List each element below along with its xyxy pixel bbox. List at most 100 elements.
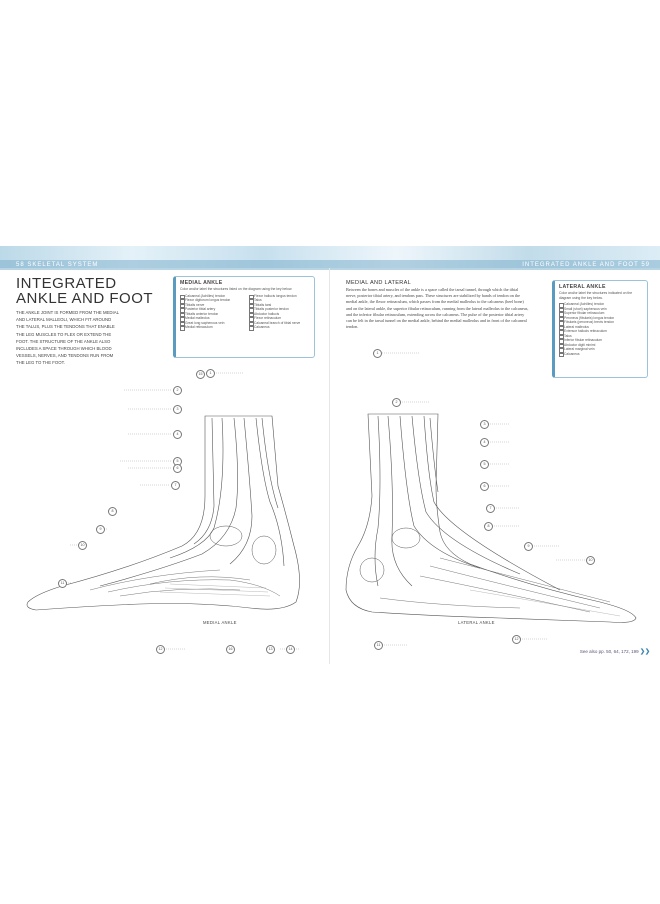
medial-key-item: Medial malleolus xyxy=(180,316,241,322)
lateral-caption: LATERAL ANKLE xyxy=(458,620,495,625)
lateral-key-item: Abductor digiti minimi xyxy=(559,342,643,349)
lateral-key-item: Lateral marginal vein xyxy=(559,347,643,353)
lateral-callout-label: 5 xyxy=(480,460,489,469)
see-also-text: See also pp. 50, 64, 172, 199 xyxy=(579,649,639,654)
swatch-box xyxy=(180,312,185,318)
lateral-callout-label: 10 xyxy=(586,556,595,565)
medial-key-item: Calcaneal branch of tibial nerve xyxy=(249,321,310,327)
medial-key-item: Calcaneus xyxy=(249,325,310,331)
lateral-key-label: Talus xyxy=(564,333,572,338)
lateral-key-item: Small (short) saphenous vein xyxy=(559,306,643,313)
lateral-callout-label: 8 xyxy=(484,522,493,531)
medial-key-item: Flexor hallucis longus tendon xyxy=(249,293,310,300)
medial-key-label: Flexor digitorum longus tendon xyxy=(185,298,231,303)
medial-key-label: Tibialis tarsi xyxy=(254,302,272,307)
lateral-key-label: Calcaneal (Achilles) tendon xyxy=(564,302,605,307)
gutter xyxy=(329,268,330,664)
medial-callout-label: 13 xyxy=(266,645,275,654)
medial-key-label: Calcaneal (Achilles) tendon xyxy=(185,293,226,298)
lateral-key-item: Calcaneal (Achilles) tendon xyxy=(559,302,643,308)
swatch-box xyxy=(180,299,185,304)
lateral-key-label: Inferior fibular retinaculum xyxy=(564,338,603,343)
medial-key-item: Tibialis tarsi xyxy=(249,302,310,309)
medial-key-item: Abductor hallucis xyxy=(249,311,310,318)
swatch-box xyxy=(249,303,254,309)
swatch-box xyxy=(249,294,254,300)
see-also-link[interactable]: See also pp. 50, 64, 172, 199 ❯❯ xyxy=(580,648,650,655)
medial-callout-label: 6 xyxy=(173,464,182,473)
medial-key-title: MEDIAL ANKLE xyxy=(180,280,223,286)
lateral-key-item: Inferior fibular retinaculum xyxy=(559,338,643,344)
lateral-callout-label: 6 xyxy=(480,482,489,491)
swatch-box xyxy=(249,308,254,313)
medial-callout-label: 1 xyxy=(206,369,215,378)
medial-key-label: Talus xyxy=(254,298,262,303)
lateral-key-item: Lateral malleolus xyxy=(559,324,643,331)
swatch-box xyxy=(559,348,564,353)
swatch-box xyxy=(559,312,564,317)
header-right: INTEGRATED ANKLE AND FOOT 59 xyxy=(522,262,650,268)
medial-key-label: Medial retinaculum xyxy=(185,325,213,330)
medial-key-label: Flexor retinaculum xyxy=(254,316,282,321)
lateral-key-item: Superior fibular retinaculum xyxy=(559,311,643,317)
swatch-box xyxy=(559,334,564,340)
lateral-key-label: Abductor digiti minimi xyxy=(564,342,596,347)
medial-callout-label: 11 xyxy=(58,579,67,588)
medial-callout-label: 16 xyxy=(226,645,235,654)
medial-key-item: Flexor retinaculum xyxy=(249,316,310,322)
swatch-box xyxy=(559,330,564,335)
lateral-key-item: Talus xyxy=(559,333,643,340)
lateral-leader-lines xyxy=(382,352,586,646)
lateral-key-label: Lateral marginal vein xyxy=(564,347,595,352)
medial-key-box: MEDIAL ANKLE Color and/or label the stru… xyxy=(173,276,315,358)
lateral-key-label: Calcaneus xyxy=(564,351,580,356)
title-line-1: INTEGRATED xyxy=(16,275,117,292)
lateral-callout-label: 12 xyxy=(512,635,521,644)
lateral-key-item: Extensor hallucis retinaculum xyxy=(559,329,643,335)
medial-callout-label: 9 xyxy=(96,525,105,534)
swatch-box xyxy=(559,316,564,322)
medial-ankle-drawing xyxy=(26,415,300,611)
medial-key-item: Great long saphenous vein xyxy=(180,320,241,327)
medial-callout-label: 7 xyxy=(171,481,180,490)
medial-key-item: Posterior tibial artery xyxy=(180,307,241,313)
lateral-ankle-drawing xyxy=(345,413,637,623)
medial-key-item: Medial retinaculum xyxy=(180,325,241,331)
header-left: 58 SKELETAL SYSTEM xyxy=(16,262,99,268)
lateral-callout-label: 2 xyxy=(392,398,401,407)
medial-key-label: Flexor hallucis longus tendon xyxy=(254,293,297,298)
swatch-box xyxy=(559,343,564,349)
medial-key-label: Great long saphenous vein xyxy=(185,320,225,325)
swatch-box xyxy=(249,299,254,304)
lateral-callout-label: 1 xyxy=(373,349,382,358)
section-body: Between the bones and muscles of the ank… xyxy=(346,287,529,330)
swatch-box xyxy=(180,308,185,313)
swatch-box xyxy=(180,294,185,300)
lateral-key-instruction: Color and/or label the structures indica… xyxy=(559,291,633,300)
swatch-box xyxy=(249,326,254,331)
medial-callout-label: 14 xyxy=(286,645,295,654)
medial-key-label: Calcaneus xyxy=(254,325,270,330)
medial-key-item: Flexor digitorum longus tendon xyxy=(180,298,241,304)
page-title: INTEGRATED ANKLE AND FOOT xyxy=(16,276,153,306)
lateral-key-title: LATERAL ANKLE xyxy=(559,284,606,290)
swatch-box xyxy=(559,307,564,313)
swatch-box xyxy=(180,303,185,309)
lateral-callout-label: 3 xyxy=(480,420,489,429)
lateral-key-label: Small (short) saphenous vein xyxy=(564,306,607,311)
swatch-box xyxy=(559,352,564,358)
medial-key-label: Posterior tibial artery xyxy=(185,307,216,312)
medial-key-item: Talus xyxy=(249,298,310,304)
medial-key-label: Medial malleolus xyxy=(185,316,210,321)
lateral-key-label: Lateral malleolus xyxy=(564,324,589,329)
swatch-box xyxy=(249,312,254,318)
lateral-key-label: Extensor hallucis retinaculum xyxy=(564,329,607,334)
medial-caption: MEDIAL ANKLE xyxy=(203,620,237,625)
swatch-box xyxy=(249,321,254,327)
medial-callout-label: 4 xyxy=(173,430,182,439)
lateral-key-item: Peroneus (fibularis) longus tendon xyxy=(559,316,643,322)
lateral-key-item: Calcaneus xyxy=(559,351,643,358)
medial-callout-label: 2 xyxy=(173,386,182,395)
medial-key-label: Abductor hallucis xyxy=(254,311,280,316)
